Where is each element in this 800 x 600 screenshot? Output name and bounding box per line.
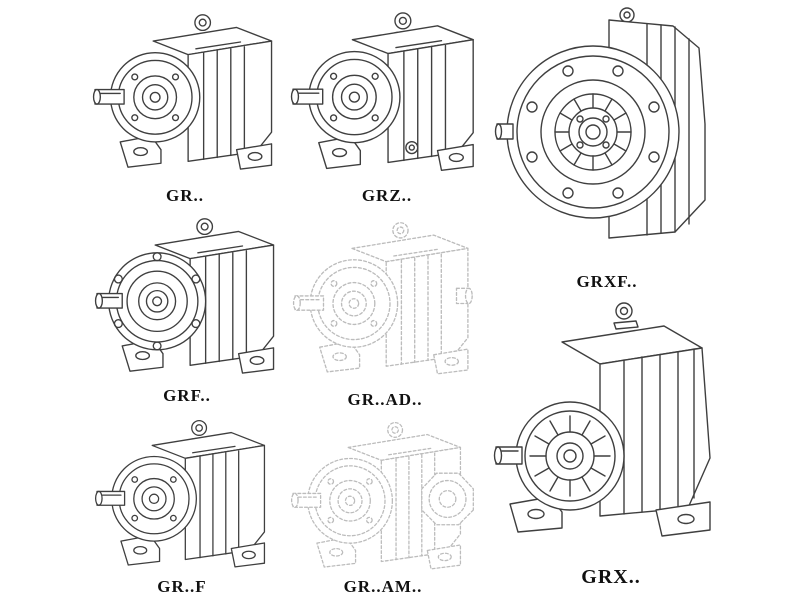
gearbox-label-grff: GR..F: [157, 577, 207, 596]
gearbox-label-grxf: GRXF..: [576, 272, 638, 291]
oil-plug-hole: [408, 144, 415, 151]
motor-flange-bore: [428, 479, 467, 519]
gearbox-illustration-grz: [292, 13, 474, 170]
gearbox-label-grad: GR..AD..: [347, 390, 423, 409]
gearbox-illustration-grff: [96, 421, 265, 567]
gearbox-label-gr: GR..: [166, 186, 204, 205]
oil-plug-detail: [405, 140, 419, 155]
gearbox-drawing-gram: [292, 423, 474, 569]
gearbox-label-grf: GRF..: [163, 386, 211, 405]
gearbox-drawing-grad: [294, 223, 473, 374]
gearbox-drawing-grxf: [494, 7, 706, 239]
gearbox-label-gram: GR..AM..: [343, 577, 423, 596]
gearbox-drawing-grff: [96, 421, 265, 567]
gearbox-illustration-gr: [94, 15, 272, 169]
gearbox-illustration-grxf: [494, 7, 706, 239]
gearbox-illustration-grad: [294, 223, 468, 374]
gearbox-drawing-grf: [96, 219, 274, 373]
gearbox-label-grx: GRX..: [581, 566, 641, 588]
gearbox-drawing-grz: [292, 13, 474, 170]
gearbox-drawing-gr: [94, 15, 272, 169]
motor-flange-hub: [438, 490, 457, 508]
gearbox-illustration-grf: [96, 219, 274, 373]
gearbox-drawing-grx: [493, 302, 711, 537]
gearbox-illustration-grx: [493, 302, 711, 537]
gearbox-label-grz: GRZ..: [361, 186, 413, 205]
adapter-stub: [455, 287, 469, 305]
adapter-stub-end: [464, 287, 473, 305]
